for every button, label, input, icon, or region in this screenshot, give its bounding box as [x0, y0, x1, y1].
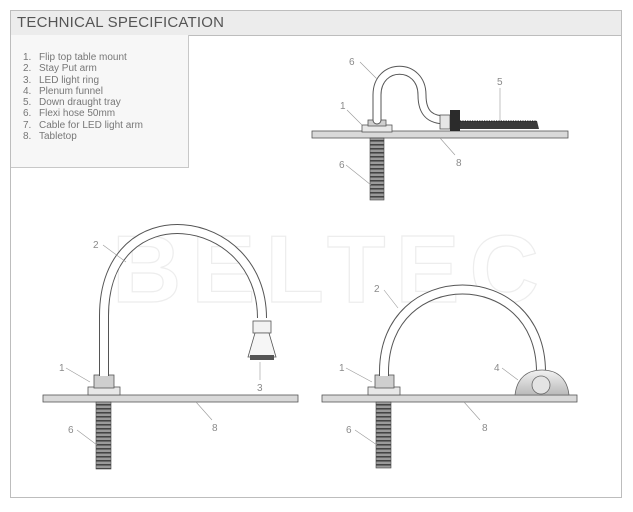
- legend-label: Down draught tray: [39, 97, 121, 109]
- callout-6: 6: [346, 425, 352, 436]
- legend-panel: 1. Flip top table mount 2. Stay Put arm 3.…: [11, 35, 189, 168]
- legend-item: 7. Cable for LED light arm: [23, 120, 143, 131]
- legend-item: 8. Tabletop: [23, 131, 143, 142]
- callout-6: 6: [349, 57, 355, 68]
- callout-1: 1: [59, 363, 65, 374]
- leader-line: [501, 367, 519, 381]
- callout-1: 1: [340, 101, 346, 112]
- legend-number: 7.: [23, 119, 32, 131]
- view-plenum-funnel: [321, 284, 578, 469]
- legend-item: 6. Flexi hose 50mm: [23, 108, 143, 119]
- tabletop-left-view: [42, 394, 299, 403]
- leader-line: [102, 244, 127, 263]
- page-title: TECHNICAL SPECIFICATION: [17, 14, 225, 31]
- stay-put-arm-left-inner: [100, 225, 266, 376]
- leader-line: [65, 367, 91, 383]
- flexi-hose-loop-inner: [373, 66, 450, 124]
- legend-item: 1. Flip top table mount: [23, 52, 143, 63]
- leader-line: [354, 429, 378, 446]
- leader-line: [383, 289, 399, 309]
- legend-label: Flexi hose 50mm: [39, 108, 116, 120]
- callout-2: 2: [93, 240, 99, 251]
- led-light-head: [247, 332, 277, 358]
- callout-6: 6: [68, 425, 74, 436]
- tray-connector: [439, 114, 451, 130]
- view-light-arm: [42, 224, 299, 470]
- funnel-joint: [531, 375, 551, 395]
- legend-list: 1. Flip top table mount 2. Stay Put arm 3.…: [23, 52, 143, 142]
- legend-number: 1.: [23, 52, 32, 63]
- flexi-hose-below-right: [375, 401, 392, 469]
- callout-4: 4: [494, 363, 500, 374]
- legend-label: Flip top table mount: [39, 52, 127, 63]
- legend-label: Cable for LED light arm: [39, 119, 143, 131]
- legend-number: 5.: [23, 97, 32, 109]
- leader-line: [345, 367, 373, 383]
- legend-number: 4.: [23, 85, 32, 97]
- view-down-draught: [311, 65, 569, 201]
- legend-item: 2. Stay Put arm: [23, 63, 143, 74]
- legend-item: 4. Plenum funnel: [23, 86, 143, 97]
- legend-label: LED light ring: [39, 74, 100, 86]
- leader-line: [359, 61, 378, 80]
- callout-numbers: 6 5 1 8 6 2 1 3 8 6 2 4 1 8 6: [59, 57, 503, 436]
- legend-label: Tabletop: [39, 131, 77, 143]
- legend-label: Plenum funnel: [39, 85, 103, 97]
- mount-collar-left: [93, 374, 115, 389]
- spec-frame: TECHNICAL SPECIFICATION 1. Flip top table…: [10, 10, 622, 498]
- tray-end-cap: [450, 110, 460, 131]
- legend-number: 2.: [23, 63, 32, 75]
- legend-label: Stay Put arm: [39, 63, 97, 75]
- callout-3: 3: [257, 383, 263, 394]
- callout-5: 5: [497, 77, 503, 88]
- legend-number: 6.: [23, 108, 32, 120]
- callout-8: 8: [482, 423, 488, 434]
- tabletop-top-view: [311, 130, 569, 139]
- stay-put-arm-right-inner: [380, 285, 545, 376]
- leader-line: [195, 401, 213, 421]
- down-draught-tray: [460, 121, 539, 129]
- legend-number: 8.: [23, 131, 32, 143]
- flexi-hose-below-top: [369, 137, 385, 201]
- arm-collar: [252, 320, 272, 334]
- leader-line: [345, 164, 372, 186]
- legend-item: 5. Down draught tray: [23, 97, 143, 108]
- leader-line: [346, 109, 363, 126]
- spec-header: TECHNICAL SPECIFICATION: [11, 11, 621, 36]
- leader-line: [439, 137, 456, 156]
- callout-2: 2: [374, 284, 380, 295]
- mount-collar-right: [374, 374, 395, 389]
- callout-1: 1: [339, 363, 345, 374]
- legend-number: 3.: [23, 74, 32, 86]
- callout-8: 8: [456, 158, 462, 169]
- leader-line: [76, 429, 98, 446]
- leader-line: [463, 401, 481, 421]
- callouts: [65, 61, 519, 446]
- flexi-hose-below-left: [95, 401, 112, 470]
- callout-6: 6: [339, 160, 345, 171]
- tabletop-right-view: [321, 394, 578, 403]
- legend-item: 3. LED light ring: [23, 75, 143, 86]
- led-light-ring: [250, 355, 274, 360]
- callout-8: 8: [212, 423, 218, 434]
